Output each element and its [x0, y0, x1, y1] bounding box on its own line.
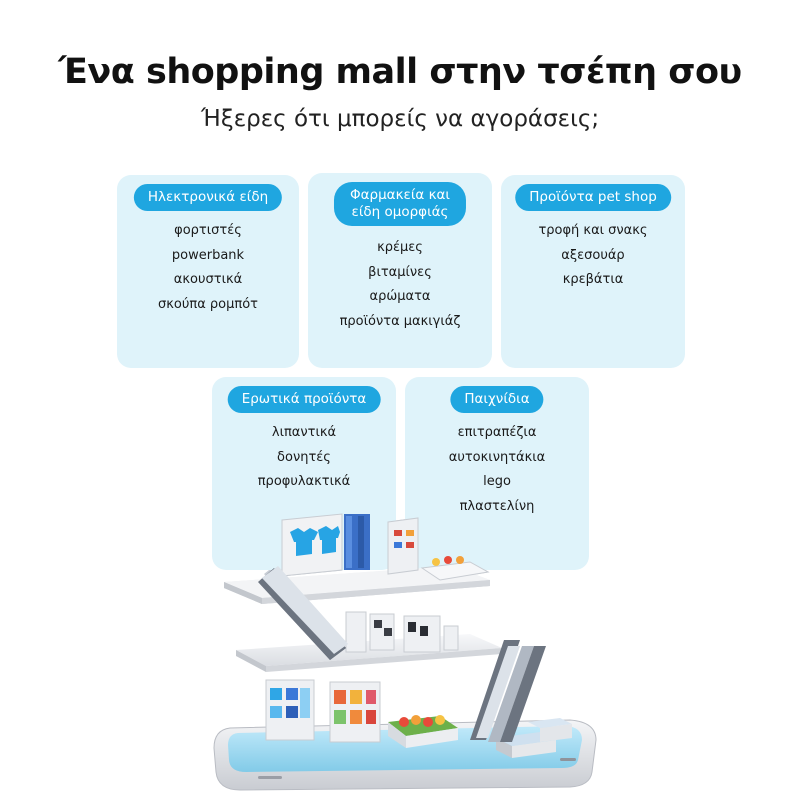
list-item: σκούπα ρομπότ: [158, 296, 258, 312]
category-card-toys: Παιχνίδια επιτραπέζια αυτοκινητάκια lego…: [405, 377, 589, 570]
category-label-pharmacy-line2: είδη ομορφιάς: [351, 204, 449, 220]
category-items-pharmacy: κρέμες βιταμίνες αρώματα προϊόντα μακιγι…: [308, 236, 492, 334]
list-item: λιπαντικά: [271, 425, 337, 440]
list-item: προϊόντα μακιγιάζ: [339, 313, 461, 329]
shelf-icon: [265, 679, 572, 758]
list-item: επιτραπέζια: [457, 425, 537, 440]
category-card-electronics: Ηλεκτρονικά είδη φορτιστές powerbank ακο…: [117, 175, 299, 368]
category-label-electronics: Ηλεκτρονικά είδη: [133, 184, 283, 211]
category-label-pharmacy-line1: Φαρμακεία και: [349, 187, 451, 203]
list-item: αξεσουάρ: [561, 247, 625, 263]
list-item: φορτιστές: [174, 223, 242, 238]
category-label-pharmacy: Φαρμακεία και είδη ομορφιάς: [333, 182, 467, 226]
list-item: ακουστικά: [173, 272, 243, 287]
page-title: Ένα shopping mall στην τσέπη σου: [58, 52, 742, 92]
category-label-petshop: Προϊόντα pet shop: [515, 184, 671, 211]
category-label-toys: Παιχνίδια: [450, 386, 544, 413]
list-item: τροφή και σνακς: [538, 223, 648, 238]
category-items-erotic: λιπαντικά δονητές προφυλακτικά: [212, 421, 396, 495]
list-item: κρεβάτια: [562, 272, 624, 287]
category-items-petshop: τροφή και σνακς αξεσουάρ κρεβάτια: [501, 219, 685, 293]
list-item: lego: [483, 474, 511, 489]
list-item: αρώματα: [369, 289, 431, 304]
list-item: powerbank: [171, 247, 245, 263]
page-subtitle: Ήξερες ότι μπορείς να αγοράσεις;: [200, 106, 600, 132]
category-card-pharmacy: Φαρμακεία και είδη ομορφιάς κρέμες βιταμ…: [308, 173, 492, 368]
list-item: αυτοκινητάκια: [448, 449, 546, 465]
category-items-electronics: φορτιστές powerbank ακουστικά σκούπα ρομ…: [117, 219, 299, 317]
list-item: κρέμες: [377, 240, 423, 255]
category-card-erotic: Ερωτικά προϊόντα λιπαντικά δονητές προφυ…: [212, 377, 396, 570]
list-item: δονητές: [277, 449, 331, 465]
category-card-petshop: Προϊόντα pet shop τροφή και σνακς αξεσου…: [501, 175, 685, 368]
category-items-toys: επιτραπέζια αυτοκινητάκια lego πλαστελίν…: [405, 421, 589, 519]
list-item: πλαστελίνη: [459, 498, 535, 514]
list-item: προφυλακτικά: [257, 474, 351, 489]
category-label-erotic: Ερωτικά προϊόντα: [227, 386, 381, 413]
list-item: βιταμίνες: [368, 264, 432, 280]
